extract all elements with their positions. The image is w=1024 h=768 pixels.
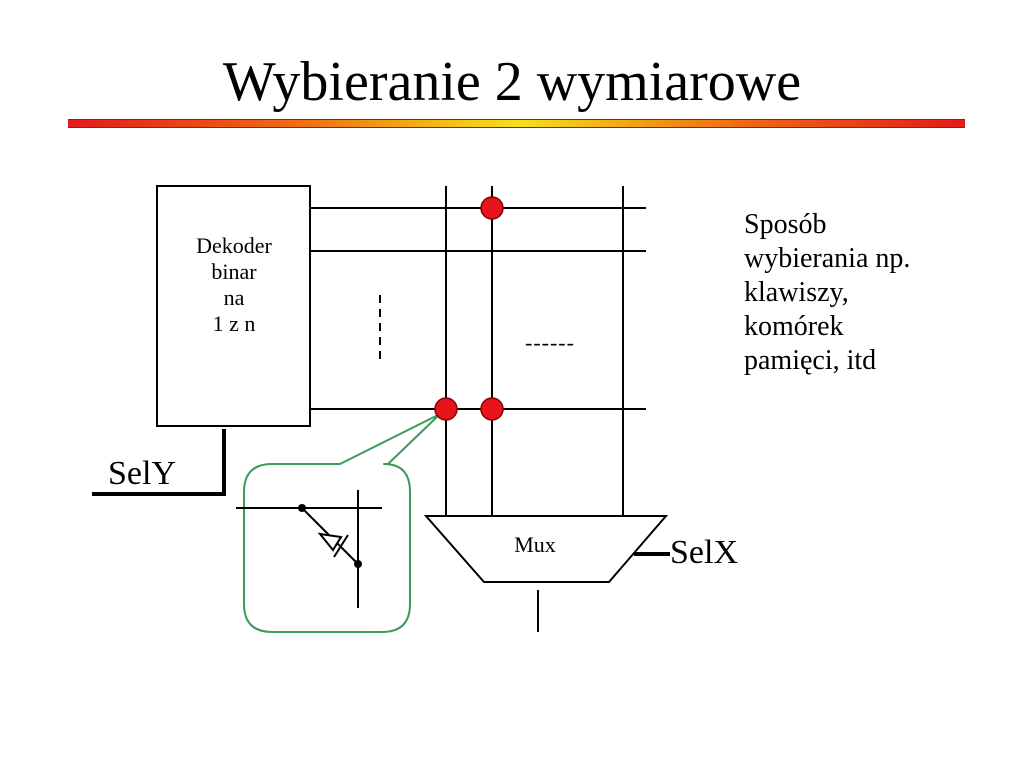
side-text-line-4: komórek xyxy=(744,311,844,342)
sely-label: SelY xyxy=(108,455,176,492)
mux-label: Mux xyxy=(514,532,556,557)
decoder-line-1: Dekoder xyxy=(196,233,272,258)
sely-wire xyxy=(92,429,226,496)
diode-icon xyxy=(317,532,349,558)
decoder-line-2: binar xyxy=(211,259,257,284)
decoder-box xyxy=(156,185,311,427)
slide-title: Wybieranie 2 wymiarowe xyxy=(222,51,802,113)
selx-label: SelX xyxy=(670,534,738,571)
side-text-line-1: Sposób xyxy=(744,209,827,240)
node-row3-col1 xyxy=(434,397,458,421)
title-underline xyxy=(68,119,965,128)
node-row1-col2 xyxy=(480,196,504,220)
decoder-line-4: 1 z n xyxy=(212,311,256,336)
detail-junction-bottom xyxy=(354,560,362,568)
mux-shape xyxy=(423,515,669,583)
horizontal-ellipsis-dashes: ------ xyxy=(525,330,575,355)
node-row3-col2 xyxy=(480,397,504,421)
side-description: Sposób wybierania np. klawiszy, komórek … xyxy=(744,208,1004,378)
decoder-label: Dekoder binar na 1 z n xyxy=(158,233,310,337)
detail-junction-top xyxy=(298,504,306,512)
decoder-line-3: na xyxy=(223,285,245,310)
side-text-line-5: pamięci, itd xyxy=(744,345,877,376)
side-text-line-3: klawiszy, xyxy=(744,277,849,308)
callout-bubble xyxy=(243,413,441,633)
side-text-line-2: wybierania np. xyxy=(744,243,911,274)
